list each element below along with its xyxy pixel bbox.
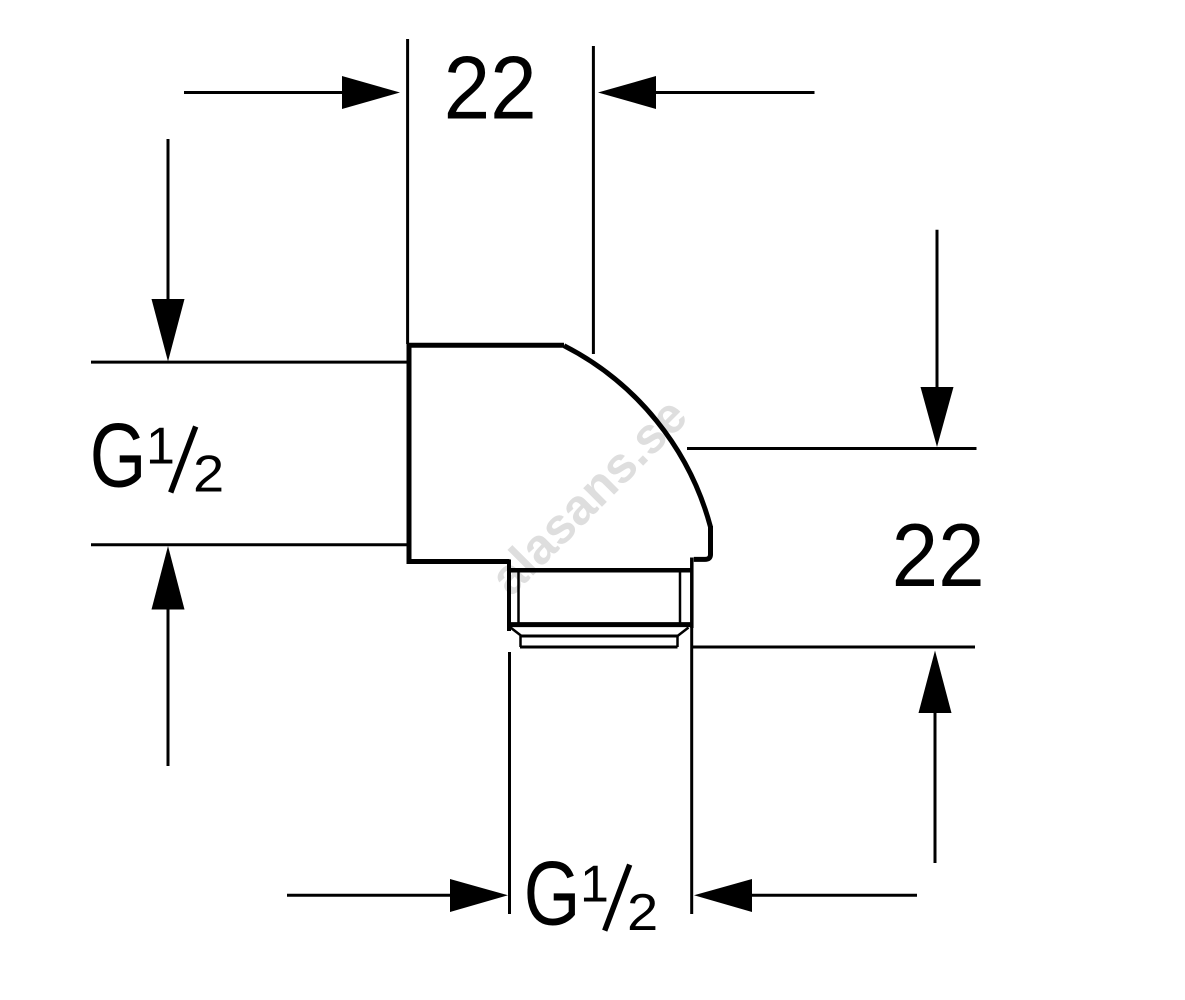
svg-text:2: 2 (627, 884, 658, 942)
svg-text:2: 2 (193, 446, 224, 504)
svg-text:22: 22 (892, 507, 985, 606)
svg-text:G: G (90, 405, 147, 507)
svg-text:G: G (524, 843, 581, 945)
svg-text:1: 1 (146, 418, 175, 476)
svg-text:22: 22 (444, 39, 537, 138)
svg-text:1: 1 (580, 856, 609, 914)
